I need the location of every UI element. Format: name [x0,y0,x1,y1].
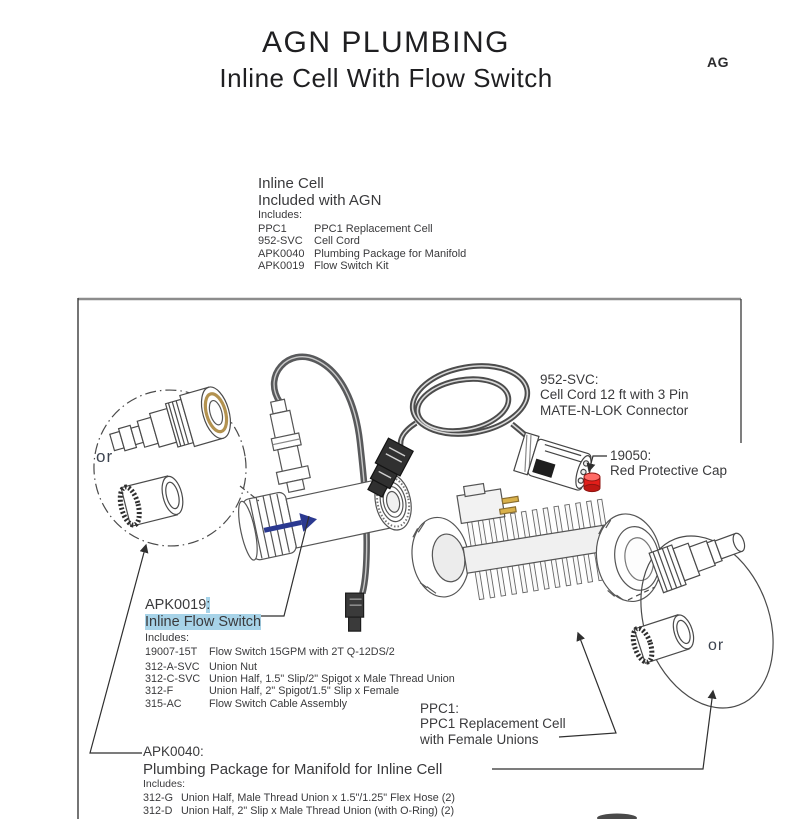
list-item: 312-C-SVC Union Half, 1.5" Slip/2" Spigo… [145,673,455,685]
plumbing-package-label: APK0040: Plumbing Package for Manifold f… [143,744,455,817]
cord-connector-matenlok [513,431,592,491]
cable-connector [345,592,365,632]
part-desc: Cell Cord [314,235,360,248]
part-desc: Flow Switch Cable Assembly [209,697,348,710]
part-code: 19007-15T [145,645,198,658]
flow-switch-parts-list: 19007-15T Flow Switch 15GPM with 2T Q-12… [145,646,455,710]
page-subtitle: Inline Cell With Flow Switch [219,62,553,93]
right-callout-balloon [630,532,774,709]
part-desc: Union Half, Male Thread Union x 1.5"/1.2… [181,792,455,805]
list-item: 952-SVC Cell Cord [258,235,466,248]
flow-switch-cable [271,353,370,632]
replacement-cell-label: PPC1: PPC1 Replacement Cell with Female … [420,701,566,747]
union-barb-adapter [109,386,232,452]
flow-direction-arrow [263,513,317,533]
flow-sensor [269,398,311,494]
slip-union-half [630,614,695,665]
part-code: 952-SVC: [540,372,599,387]
right-balloon-link-dash [627,586,656,601]
includes-label: Includes: [145,632,190,645]
part-code: 315-AC [145,697,182,710]
red-cap-label: 19050: Red Protective Cap [610,448,727,479]
part-code: APK0040 [258,247,305,260]
part-desc: with Female Unions [420,731,539,747]
leader-apk0019 [261,515,310,617]
ppc1-cell [411,482,662,603]
male-thread-adapter [648,532,746,594]
cell-right-union [595,513,662,603]
part-desc: Plumbing Package for Manifold [314,247,467,260]
cord-connector-small [367,437,414,498]
included-block: Inline Cell Included with AGN Includes: … [258,175,466,273]
part-code: 19050: [610,448,652,463]
plumbing-package-parts-list: 312-G Union Half, Male Thread Union x 1.… [143,792,455,817]
leader-ppc1 [558,631,617,738]
part-desc: Flow Switch Kit [314,260,389,273]
header: AGN PLUMBING Inline Cell With Flow Switc… [80,26,692,93]
leader-lines [89,455,717,770]
part-desc: Cell Cord 12 ft with 3 Pin [540,387,689,403]
part-desc: Union Half, 2" Spigot/1.5" Slip x Female [209,685,400,698]
list-item: APK0019 Flow Switch Kit [258,260,466,273]
part-code: 952-SVC [258,235,303,248]
part-code: 312-G [143,792,174,805]
leader-apk0040-right [492,689,717,770]
list-item: 312-G Union Half, Male Thread Union x 1.… [143,792,455,804]
flow-switch-kit-label: APK0019: Inline Flow Switch Includes: 19… [145,597,455,710]
page-title: AGN PLUMBING [261,26,511,59]
part-desc: Union Half, 1.5" Slip/2" Spigot x Male T… [209,673,455,686]
part-desc: PPC1 Replacement Cell [314,222,433,235]
includes-label: Includes: [143,778,186,791]
included-line1: Inline Cell [258,175,324,192]
part-code: 312-A-SVC [145,660,200,673]
leader-apk0040-left [89,543,149,754]
included-parts-list: PPC1 PPC1 Replacement Cell 952-SVC Cell … [258,223,466,273]
cell-cord-label: 952-SVC: Cell Cord 12 ft with 3 Pin MATE… [540,372,689,418]
part-code: PPC1: [420,701,460,716]
highlighted-colon: : [206,597,211,613]
left-balloon-link-dash [239,485,260,502]
part-code: 312-F [145,685,174,698]
union-slip-half [117,475,184,528]
bottom-edge-part [597,813,637,819]
leader-19050 [586,455,607,473]
part-name: Plumbing Package for Manifold for Inline… [143,761,443,779]
part-code: 312-C-SVC [145,673,201,686]
part-code: PPC1 [258,222,287,235]
part-desc: Union Half, 2" Slip x Male Thread Union … [181,804,455,817]
part-desc: Flow Switch 15GPM with 2T Q-12DS/2 [209,645,395,658]
or-label-left: or [96,447,114,466]
part-code: APK0019 [258,260,305,273]
diagram-frame [77,297,742,819]
flow-switch-assembly [238,353,412,632]
part-code: APK0019 [145,597,207,613]
list-item: APK0040 Plumbing Package for Manifold [258,248,466,261]
part-code: 312-D [143,804,173,817]
part-desc: MATE-N-LOK Connector [540,402,689,418]
part-desc: Red Protective Cap [610,463,728,479]
part-name-highlighted: Inline Flow Switch [145,613,262,630]
red-protective-cap [583,472,601,493]
page-code: AG [707,54,729,70]
part-code: APK0040: [143,744,204,759]
part-desc: PPC1 Replacement Cell [420,716,566,732]
list-item: 315-AC Flow Switch Cable Assembly [145,698,455,710]
includes-label: Includes: [258,209,303,222]
or-label-right: or [708,637,725,654]
cell-cord [367,363,592,498]
included-line2: Included with AGN [258,192,382,210]
cell-terminals [456,482,520,525]
list-item: 312-F Union Half, 2" Spigot/1.5" Slip x … [145,685,455,697]
left-callout-balloon [93,386,247,547]
part-desc: Union Nut [209,660,258,673]
list-item: PPC1 PPC1 Replacement Cell [258,223,466,236]
list-item: 312-A-SVC Union Nut [145,661,455,673]
cell-left-union [411,516,470,598]
list-item: 19007-15T Flow Switch 15GPM with 2T Q-12… [145,646,455,658]
list-item: 312-D Union Half, 2" Slip x Male Thread … [143,805,455,817]
